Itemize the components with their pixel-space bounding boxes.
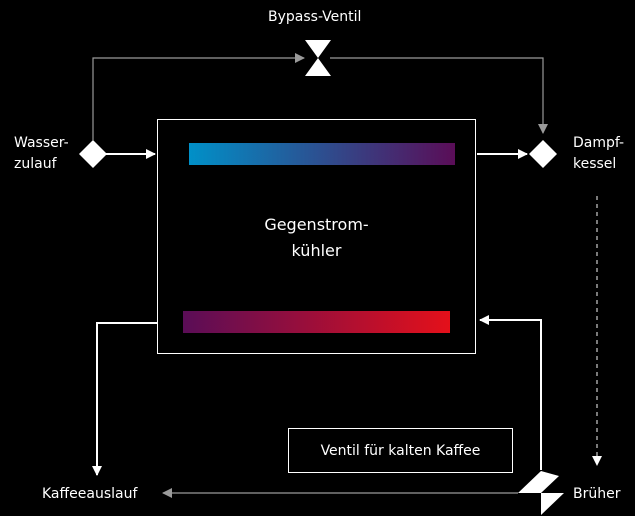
exchanger-label: Gegenstrom- kühler xyxy=(157,212,476,264)
three-way-valve-icon xyxy=(518,471,564,515)
exchanger-label-line-2: kühler xyxy=(291,241,342,260)
coffee-outlet-label: Kaffeeauslauf xyxy=(42,486,138,502)
brewer-label: Brüher xyxy=(573,486,621,502)
bypass-valve-label: Bypass-Ventil xyxy=(268,9,362,25)
exchanger-to-outlet-arrow xyxy=(92,322,157,476)
cold-coffee-valve-label: Ventil für kalten Kaffee xyxy=(320,442,481,459)
water-inlet-diamond-icon xyxy=(79,140,107,168)
cold-coffee-valve-box: Ventil für kalten Kaffee xyxy=(288,428,513,473)
counterflow-exchanger-box xyxy=(157,119,476,354)
bypass-line-left xyxy=(92,53,305,140)
steam-boiler-label-line-1: Dampf- xyxy=(573,135,625,151)
brewer-to-exchanger-arrow xyxy=(479,315,542,470)
exchanger-label-line-1: Gegenstrom- xyxy=(264,215,369,234)
bypass-valve-icon xyxy=(305,40,331,76)
bypass-line-right xyxy=(330,57,548,134)
cold-flow-bar xyxy=(189,143,455,165)
steam-boiler-diamond-icon xyxy=(529,140,557,168)
hot-flow-bar xyxy=(183,311,450,333)
water-inlet-label-line-2: zulauf xyxy=(14,156,57,172)
water-inlet-label-line-1: Wasser- xyxy=(14,135,69,151)
steam-boiler-label-line-2: kessel xyxy=(573,156,617,172)
